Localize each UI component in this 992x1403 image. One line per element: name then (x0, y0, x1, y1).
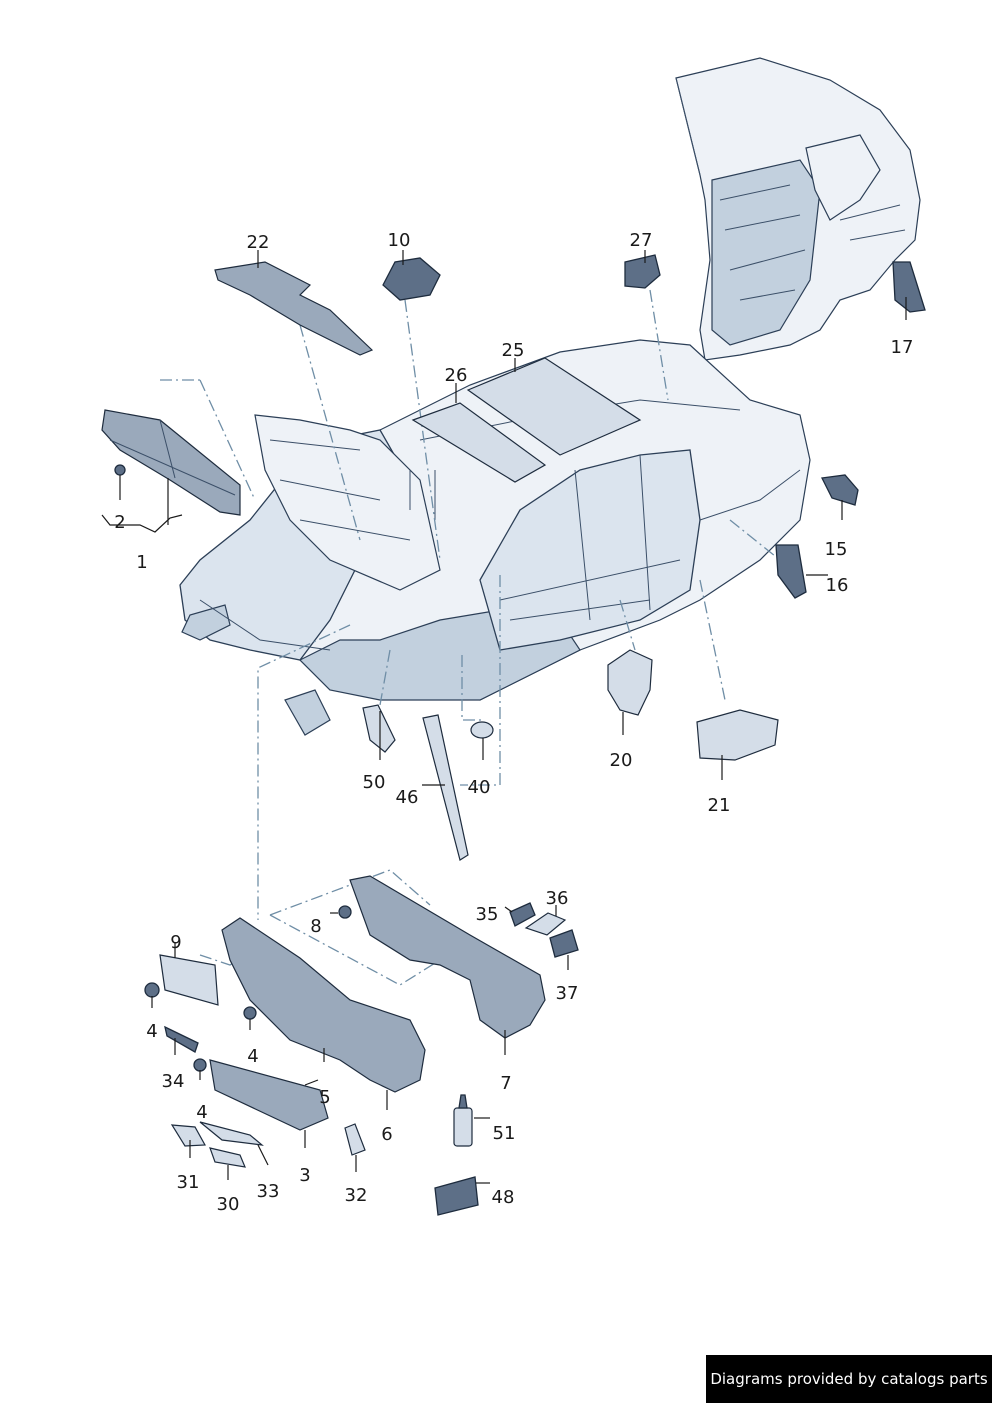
credit-banner: Diagrams provided by catalogs parts (706, 1355, 992, 1403)
part-4-grommet (243, 1006, 257, 1020)
part-8-bolt (338, 905, 352, 919)
callout-3: 3 (299, 1165, 310, 1186)
callout-10: 10 (388, 230, 411, 251)
callout-35: 35 (476, 904, 499, 925)
callout-31: 31 (177, 1172, 200, 1193)
callout-labels: 22 10 27 25 26 17 15 16 20 21 2 1 50 46 … (114, 230, 913, 1215)
callout-8: 8 (310, 916, 321, 937)
callout-25: 25 (502, 340, 525, 361)
part-5-seal (209, 1059, 329, 1131)
part-9-pad (159, 954, 219, 1006)
callout-6: 6 (381, 1124, 392, 1145)
callout-20: 20 (610, 750, 633, 771)
part-25-roof-mat (466, 357, 642, 456)
callout-46: 46 (396, 787, 419, 808)
callout-37: 37 (556, 983, 579, 1004)
part-32-strip (199, 1121, 264, 1146)
callout-36: 36 (546, 888, 569, 909)
callout-50: 51 (493, 1123, 516, 1144)
callout-21: 21 (708, 795, 731, 816)
part-50-adhesive-bottle (453, 1094, 473, 1147)
callout-48: 50 (363, 772, 386, 793)
part-1-insulation-panel (101, 409, 241, 516)
callout-26: 26 (445, 365, 468, 386)
part-51-mat (434, 1176, 479, 1216)
callout-2: 2 (114, 512, 125, 533)
part-15-pad (821, 474, 859, 506)
part-21-liner (696, 709, 779, 761)
callout-34: 34 (162, 1071, 185, 1092)
part-30-strip (209, 1147, 246, 1168)
callout-4: 4 (247, 1046, 258, 1067)
part-46-reinforcement (422, 714, 469, 861)
part-35-pad (509, 902, 536, 927)
part-34-strip (164, 1025, 199, 1053)
part-48-bracket (362, 704, 396, 753)
callout-27: 27 (630, 230, 653, 251)
callout-9: 9 (170, 932, 181, 953)
part-10-bracket (382, 257, 441, 301)
callout-30: 30 (217, 1194, 240, 1215)
callout-32: 33 (257, 1181, 280, 1202)
callout-22: 22 (247, 232, 270, 253)
callout-4: 4 (196, 1102, 207, 1123)
credit-text: Diagrams provided by catalogs parts (710, 1370, 988, 1388)
callout-15: 15 (825, 539, 848, 560)
part-33-clip (344, 1123, 366, 1156)
part-40-grommet (470, 721, 494, 739)
callout-16: 16 (826, 575, 849, 596)
callout-7: 7 (500, 1073, 511, 1094)
callout-1: 1 (136, 552, 147, 573)
part-6-dash-panel (221, 917, 426, 1093)
callout-40: 40 (468, 777, 491, 798)
label-leaders (101, 250, 907, 1184)
part-31-strip (170, 1124, 206, 1147)
callout-4: 4 (146, 1021, 157, 1042)
callout-51: 48 (492, 1187, 515, 1208)
part-17-panel (892, 261, 926, 313)
part-36-pad (524, 912, 567, 936)
rear-body-detail (675, 57, 921, 361)
part-26-roof-mat (411, 402, 547, 483)
callout-33: 32 (345, 1185, 368, 1206)
part-37-pad (549, 929, 579, 958)
part-27-bracket (624, 254, 661, 289)
part-4-grommet (193, 1058, 207, 1072)
reference-lines (160, 289, 781, 986)
part-4-grommet (144, 982, 160, 998)
car-body-shell (179, 339, 811, 736)
callout-17: 17 (891, 337, 914, 358)
callout-5: 5 (319, 1087, 330, 1108)
part-20-liner (607, 649, 653, 716)
part-16-pad (775, 544, 807, 599)
part-22-mat (214, 261, 374, 356)
